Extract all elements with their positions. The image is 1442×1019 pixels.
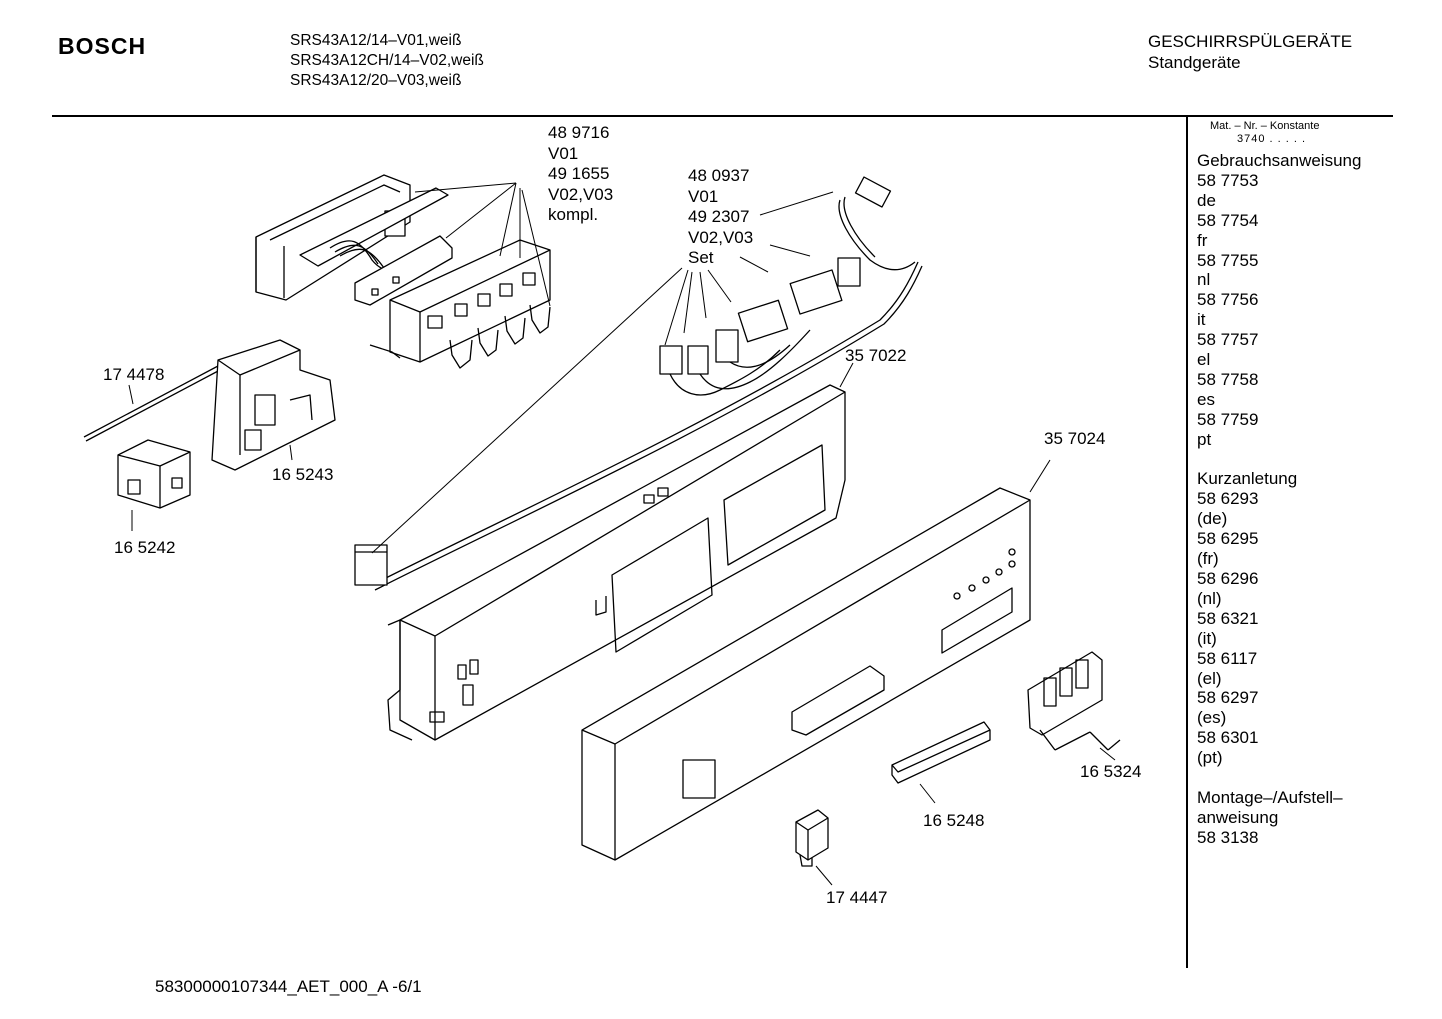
doc-line: es [1197,389,1215,409]
doc-line: (nl) [1197,588,1222,608]
callout-165243: 16 5243 [272,465,334,484]
callout-line: V02,V03 [548,184,614,204]
leader-480937 [371,191,834,554]
doc-line: 58 6295 [1197,529,1259,549]
doc-line: 58 7755 [1197,250,1259,270]
doc-line: 58 7757 [1197,330,1259,350]
inner-panel [387,384,846,741]
doc-line: pt [1197,429,1212,449]
doc-section-title: Montage–/Aufstell– [1197,787,1343,807]
callout-165324: 16 5324 [1080,762,1142,781]
front-panel [581,487,1031,861]
doc-line: 58 6301 [1197,728,1259,748]
callout-165242: 16 5242 [114,538,176,557]
doc-line: 58 7754 [1197,210,1259,230]
control-module-assembly [255,174,551,369]
doc-line: 58 6297 [1197,688,1259,708]
category-block: GESCHIRRSPÜLGERÄTE Standgeräte [1148,31,1352,73]
callout-line: V02,V03 [688,227,754,247]
category-title: GESCHIRRSPÜLGERÄTE [1148,32,1353,51]
knob-part [795,809,829,867]
callout-480937: 48 0937 V01 49 2307 V02,V03 Set [688,166,753,269]
callout-line: Set [688,248,714,267]
brand-logo: BOSCH [58,33,147,59]
mat-nr-title: Mat. – Nr. – Konstante [1210,120,1320,132]
callout-line: 48 0937 [688,166,750,185]
callout-489716: 48 9716 V01 49 1655 V02,V03 kompl. [548,123,613,226]
doc-line: 58 6296 [1197,569,1259,589]
callout-357022: 35 7022 [845,346,907,365]
callout-line: V01 [548,143,579,163]
callout-line: 49 1655 [548,164,610,183]
doc-line: 58 3138 [1197,827,1259,847]
doc-line: (es) [1197,708,1227,728]
leader-489716 [414,182,551,307]
doc-line: 58 7756 [1197,290,1259,310]
trim-strip [891,721,991,784]
doc-line: 58 7759 [1197,409,1259,429]
doc-line: nl [1197,270,1211,290]
sidebar-rule [1186,116,1188,968]
switch-part [117,439,191,509]
doc-line: de [1197,190,1216,210]
doc-line: 58 7758 [1197,369,1259,389]
callout-174447: 17 4447 [826,888,888,907]
doc-line: (pt) [1197,748,1223,768]
callout-357024: 35 7024 [1044,429,1106,448]
doc-line: fr [1197,230,1208,250]
cable-harness [354,176,923,591]
mat-nr-header: Mat. – Nr. – Konstante 3740 . . . . . [1197,120,1387,146]
doc-line: (fr) [1197,549,1219,569]
model-line: SRS43A12CH/14–V02,weiß [290,52,484,69]
doc-line: el [1197,350,1211,370]
category-subtitle: Standgeräte [1148,53,1241,72]
doc-line: 58 6293 [1197,489,1259,509]
model-line: SRS43A12/20–V03,weiß [290,72,462,89]
doc-line: anweisung [1197,807,1279,827]
doc-line: 58 6117 [1197,648,1258,668]
doc-line: 58 6321 [1197,608,1259,628]
button-set [1027,651,1121,751]
callout-line: 49 2307 [688,207,750,226]
doc-line: (el) [1197,668,1222,688]
doc-line: 58 7753 [1197,170,1259,190]
mat-nr-constant: 3740 . . . . . [1237,133,1307,145]
doc-line: it [1197,310,1206,330]
model-line: SRS43A12/14–V01,weiß [290,32,462,49]
callout-165248: 16 5248 [923,811,985,830]
doc-section-title: Gebrauchsanweisung [1197,151,1362,170]
header-rule [52,115,1393,117]
callout-line: 48 9716 [548,123,610,142]
callout-line: kompl. [548,205,599,224]
model-list: SRS43A12/14–V01,weiß SRS43A12CH/14–V02,w… [290,31,484,91]
doc-line: (it) [1197,628,1217,648]
doc-section-title: Kurzanletung [1197,469,1298,489]
switch-housing [83,339,336,471]
callout-174478: 17 4478 [103,365,165,384]
document-code: 58300000107344_AET_000_A -6/1 [155,977,422,996]
callout-line: V01 [688,186,719,206]
documentation-sidebar: Mat. – Nr. – Konstante 3740 . . . . . Ge… [1197,120,1387,848]
doc-line: (de) [1197,509,1228,529]
